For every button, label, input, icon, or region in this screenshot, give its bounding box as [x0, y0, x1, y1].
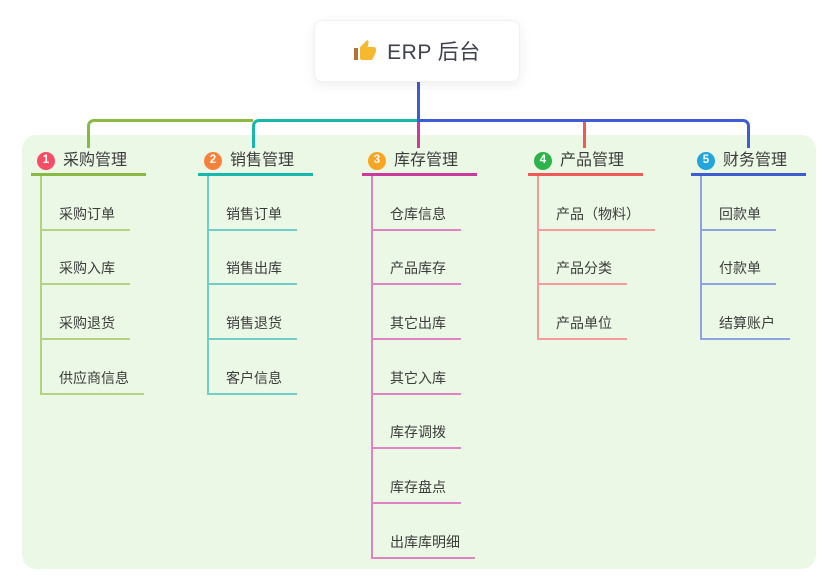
child-row: 销售退货 [207, 285, 297, 341]
branch-label: 库存管理 [394, 151, 459, 169]
child-node[interactable]: 销售订单 [207, 207, 297, 231]
child-row: 其它出库 [371, 285, 475, 341]
branch-badge-2: 2 [204, 151, 222, 170]
branches-panel [22, 135, 816, 569]
child-node[interactable]: 销售出库 [207, 261, 297, 286]
child-node[interactable]: 产品库存 [371, 261, 461, 286]
child-node[interactable]: 出库库明细 [371, 535, 475, 559]
child-node[interactable]: 其它入库 [371, 371, 461, 395]
trunk-stem-branch-4 [582, 122, 586, 148]
child-node[interactable]: 其它出库 [371, 316, 461, 341]
trunk-stem-branch-3 [416, 122, 420, 148]
child-row: 产品分类 [537, 231, 655, 286]
child-node[interactable]: 客户信息 [207, 371, 297, 395]
branch-label: 销售管理 [230, 151, 295, 169]
child-row: 产品库存 [371, 231, 475, 286]
trunk-elbow-branch-2 [251, 119, 418, 148]
child-node[interactable]: 产品分类 [537, 261, 627, 286]
branch-node-4[interactable]: 4 产品管理 [528, 148, 643, 176]
child-row: 产品单位 [537, 285, 655, 341]
child-row: 库存调拨 [371, 395, 475, 450]
child-node[interactable]: 回款单 [700, 207, 776, 231]
thumbs-up-icon [353, 39, 377, 63]
branch-badge-4: 4 [534, 151, 552, 170]
branch-label: 财务管理 [723, 151, 788, 169]
branch-child-line [537, 176, 539, 341]
child-node[interactable]: 库存调拨 [371, 425, 461, 450]
branch-node-5[interactable]: 5 财务管理 [691, 148, 806, 176]
branch-node-2[interactable]: 2 销售管理 [198, 148, 313, 176]
child-row: 销售出库 [207, 231, 297, 286]
branch-badge-1: 1 [37, 151, 55, 170]
branch-child-line [40, 176, 42, 395]
root-stem [416, 82, 420, 122]
branch-children-4: 产品（物料） 产品分类产品单位 [537, 176, 655, 341]
child-node[interactable]: 结算账户 [700, 316, 790, 341]
root-node[interactable]: ERP 后台 [314, 20, 520, 82]
child-node[interactable]: 采购订单 [40, 207, 130, 231]
child-node[interactable]: 采购退货 [40, 316, 130, 341]
branch-label: 采购管理 [63, 151, 128, 169]
child-node[interactable]: 付款单 [700, 261, 776, 286]
child-row: 结算账户 [700, 285, 790, 341]
branch-badge-5: 5 [697, 151, 715, 170]
child-node[interactable]: 库存盘点 [371, 480, 461, 505]
branch-node-1[interactable]: 1 采购管理 [31, 148, 146, 176]
trunk-elbow-branch-1 [86, 119, 253, 148]
branch-children-1: 采购订单采购入库采购退货供应商信息 [40, 176, 144, 395]
branch-label: 产品管理 [560, 151, 625, 169]
child-row: 采购入库 [40, 231, 144, 286]
child-row: 客户信息 [207, 340, 297, 395]
child-row: 供应商信息 [40, 340, 144, 395]
child-node[interactable]: 产品（物料） [537, 207, 655, 231]
child-row: 销售订单 [207, 176, 297, 231]
child-node[interactable]: 仓库信息 [371, 207, 461, 231]
branch-node-3[interactable]: 3 库存管理 [362, 148, 477, 176]
child-row: 付款单 [700, 231, 790, 286]
child-row: 仓库信息 [371, 176, 475, 231]
branch-children-3: 仓库信息产品库存其它出库其它入库库存调拨库存盘点出库库明细 [371, 176, 475, 559]
child-row: 库存盘点 [371, 449, 475, 505]
branch-badge-3: 3 [368, 151, 386, 170]
child-row: 产品（物料） [537, 176, 655, 231]
child-node[interactable]: 采购入库 [40, 261, 130, 286]
child-row: 采购退货 [40, 285, 144, 341]
root-title: ERP 后台 [387, 41, 481, 64]
child-row: 回款单 [700, 176, 790, 231]
branch-child-line [371, 176, 373, 559]
child-node[interactable]: 产品单位 [537, 316, 627, 341]
branch-child-line [700, 176, 702, 341]
child-node[interactable]: 供应商信息 [40, 371, 144, 395]
child-row: 出库库明细 [371, 504, 475, 559]
child-node[interactable]: 销售退货 [207, 316, 297, 341]
trunk-elbow-branch-5 [418, 119, 750, 148]
branch-children-2: 销售订单销售出库销售退货客户信息 [207, 176, 297, 395]
branch-children-5: 回款单付款单结算账户 [700, 176, 790, 341]
child-row: 采购订单 [40, 176, 144, 231]
branch-child-line [207, 176, 209, 395]
child-row: 其它入库 [371, 340, 475, 395]
